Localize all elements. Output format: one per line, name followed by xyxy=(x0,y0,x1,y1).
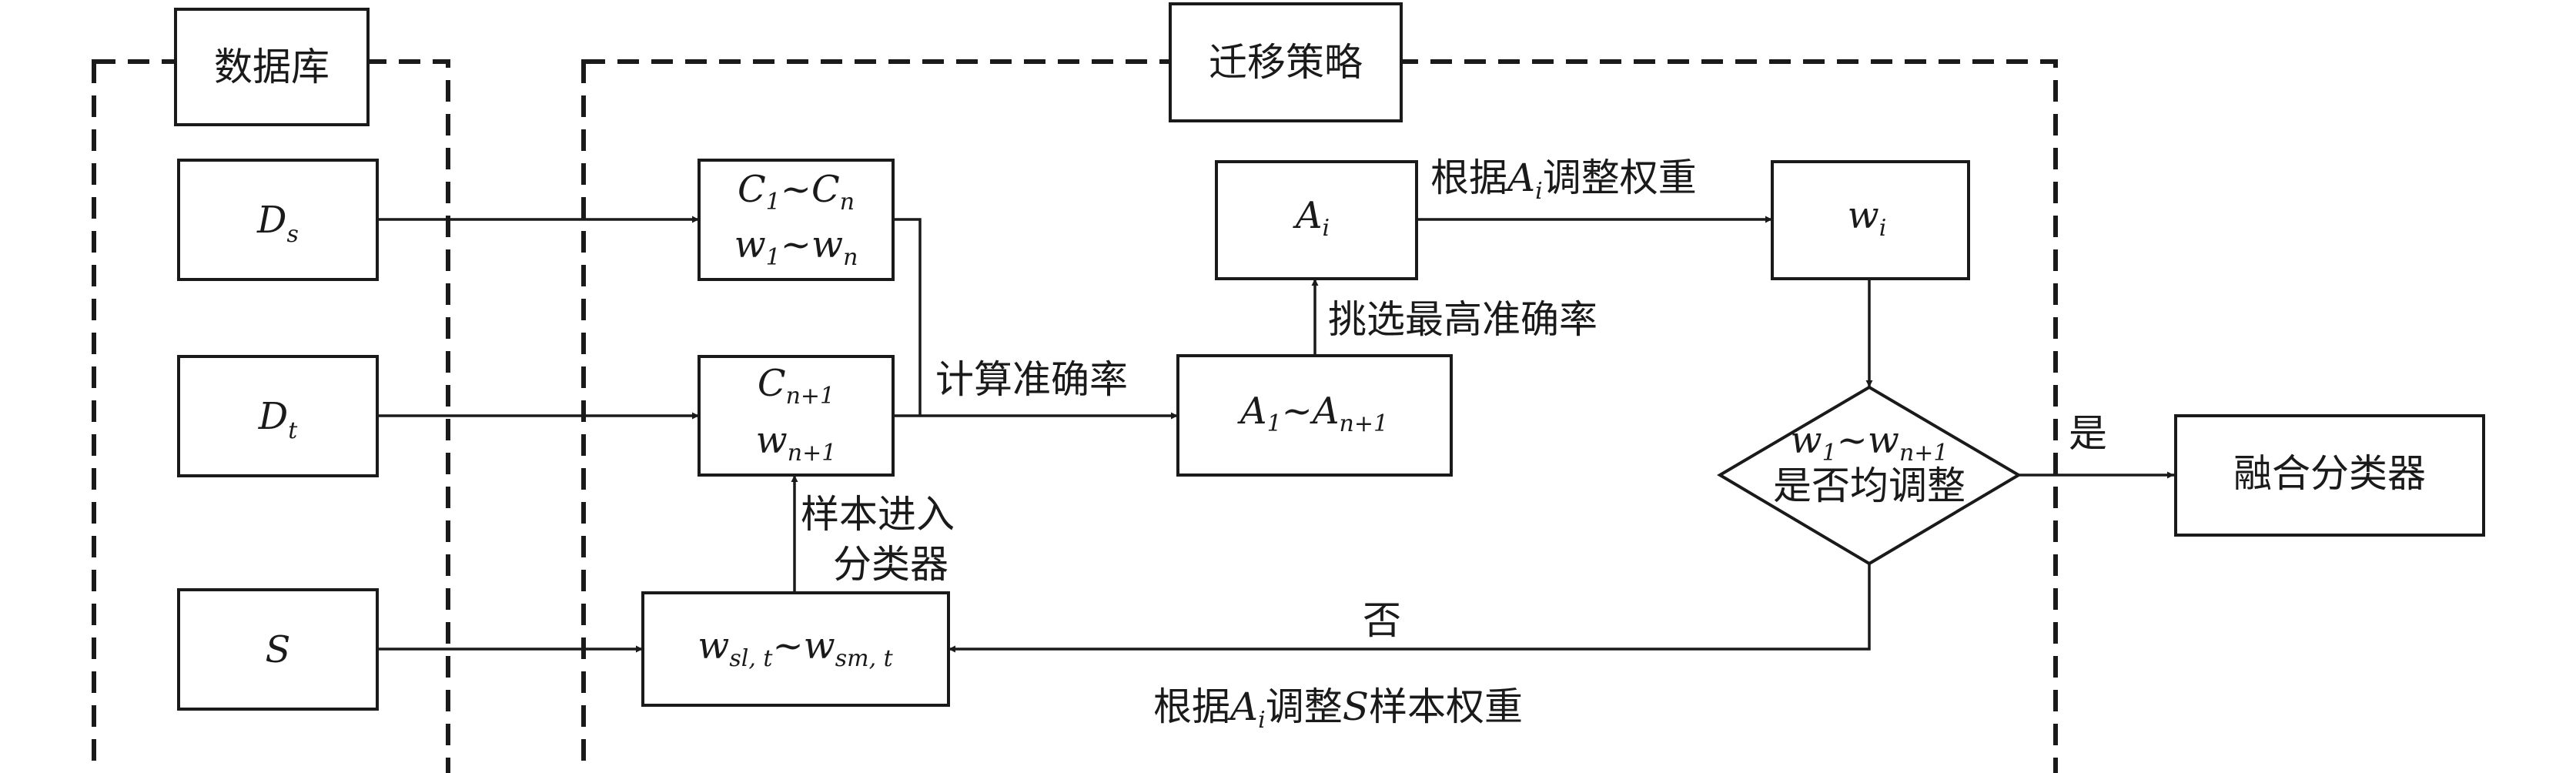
edge-c1n-to-merge xyxy=(893,218,922,416)
wsl-label: wsl, t~wsm, t xyxy=(698,624,893,672)
ai-label: Ai xyxy=(1293,194,1330,242)
cn1-line2: wn+1 xyxy=(756,419,837,467)
transfer-strategy-title-box xyxy=(1169,2,1403,122)
calc-accuracy-label: 计算准确率 xyxy=(935,357,1128,402)
cn1-node xyxy=(698,355,895,477)
ds-node xyxy=(177,159,379,281)
yes-label: 是 xyxy=(2069,411,2107,456)
dt-node xyxy=(177,355,379,477)
c1n-line2: w1~wn xyxy=(734,223,858,271)
database-title-box xyxy=(174,8,370,126)
wi-node xyxy=(1771,160,1970,280)
a1-label: A1~An+1 xyxy=(1237,390,1388,437)
decision-diamond xyxy=(1717,385,2022,566)
cn1-line1: Cn+1 xyxy=(758,362,835,410)
adjust-weight-label: 根据Ai调整权重 xyxy=(1430,156,1697,205)
decision-line1: w1~wn+1 xyxy=(1790,419,1948,467)
select-highest-label: 挑选最高准确率 xyxy=(1328,297,1597,342)
database-title: 数据库 xyxy=(214,45,330,89)
transfer-strategy-group xyxy=(581,59,2058,773)
sample-in-label-2: 分类器 xyxy=(833,542,948,587)
sample-in-label-1: 样本进入 xyxy=(801,492,955,537)
ds-label: Ds xyxy=(256,199,299,248)
a1-node xyxy=(1176,354,1453,477)
transfer-strategy-title: 迁移策略 xyxy=(1209,40,1363,85)
adjust-s-weight-label: 根据Ai调整S样本权重 xyxy=(1153,684,1523,734)
dt-label: Dt xyxy=(258,395,298,444)
fusion-label: 融合分类器 xyxy=(2233,451,2426,496)
edge-no-to-wsl xyxy=(948,564,1871,653)
wi-label: wi xyxy=(1848,194,1887,242)
fusion-node xyxy=(2174,414,2485,537)
decision-line2: 是否均调整 xyxy=(1773,463,1965,508)
s-label: S xyxy=(266,628,291,671)
wsl-node xyxy=(641,591,950,707)
c1n-node xyxy=(698,159,895,281)
no-label: 否 xyxy=(1363,598,1401,643)
ai-node xyxy=(1215,160,1418,280)
s-node xyxy=(177,588,379,711)
c1n-line1: C1~Cn xyxy=(738,168,855,216)
